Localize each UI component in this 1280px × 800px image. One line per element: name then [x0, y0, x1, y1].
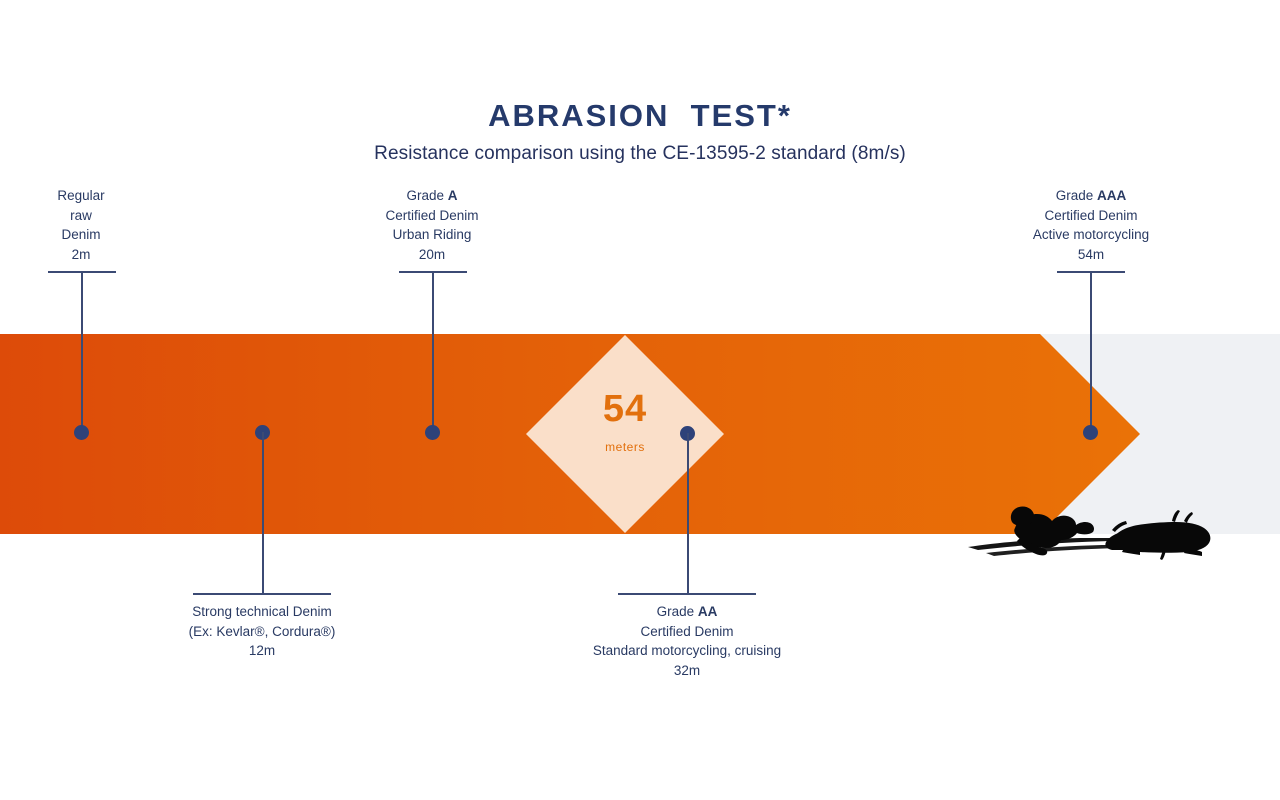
label-line-1: Strong technical Denim	[192, 604, 332, 619]
label-grade: Grade A	[332, 186, 532, 206]
marker-cap-rule	[193, 593, 331, 595]
label-line-2: (Ex: Kevlar®, Cordura®)	[188, 623, 336, 639]
label-value: 54m	[1077, 246, 1105, 262]
label-line-2: Certified Denim	[640, 623, 734, 639]
label-line-3: Standard motorcycling, cruising	[592, 643, 782, 658]
marker-leader-line	[687, 433, 689, 594]
label-value: 2m	[71, 246, 91, 262]
label-line-3: Urban Riding	[392, 227, 472, 242]
grade-prefix: Grade	[1055, 188, 1098, 203]
marker-label-strong-technical-denim: Strong technical Denim (Ex: Kevlar®, Cor…	[142, 602, 382, 661]
grade-value: AAA	[1097, 188, 1127, 203]
crash-silhouette-icon	[968, 506, 1211, 560]
marker-dot[interactable]	[1083, 425, 1098, 440]
label-line-2: Certified Denim	[385, 207, 479, 223]
label-value: 12m	[248, 643, 276, 658]
marker-dot[interactable]	[74, 425, 89, 440]
marker-leader-line	[262, 432, 264, 594]
label-line-3: Denim	[61, 227, 101, 242]
marker-cap-rule	[618, 593, 756, 595]
label-value: 20m	[418, 246, 446, 262]
marker-dot[interactable]	[425, 425, 440, 440]
marker-leader-line	[1090, 271, 1092, 435]
marker-leader-line	[432, 271, 434, 435]
marker-label-grade-aa-denim: Grade AA Certified Denim Standard motorc…	[537, 602, 837, 680]
grade-prefix: Grade	[656, 604, 698, 619]
grade-prefix: Grade	[406, 188, 448, 203]
label-line-2: Certified Denim	[1044, 207, 1138, 223]
page-subtitle: Resistance comparison using the CE-13595…	[374, 143, 906, 164]
marker-label-grade-aaa-denim: Grade AAA Certified Denim Active motorcy…	[991, 186, 1191, 264]
marker-leader-line	[81, 271, 83, 435]
grade-value: A	[447, 188, 458, 203]
label-line-2: raw	[70, 207, 92, 223]
label-grade: Grade AAA	[991, 186, 1191, 206]
marker-label-grade-a-denim: Grade A Certified Denim Urban Riding 20m	[332, 186, 532, 264]
label-line-1: Regular	[57, 188, 105, 203]
label-value: 32m	[673, 662, 701, 678]
grade-value: AA	[697, 604, 718, 619]
label-grade: Grade AA	[537, 602, 837, 622]
marker-label-regular-raw-denim: Regular raw Denim 2m	[1, 186, 161, 264]
label-line-3: Active motorcycling	[1032, 227, 1150, 242]
page-title: ABRASION TEST*	[488, 98, 792, 133]
